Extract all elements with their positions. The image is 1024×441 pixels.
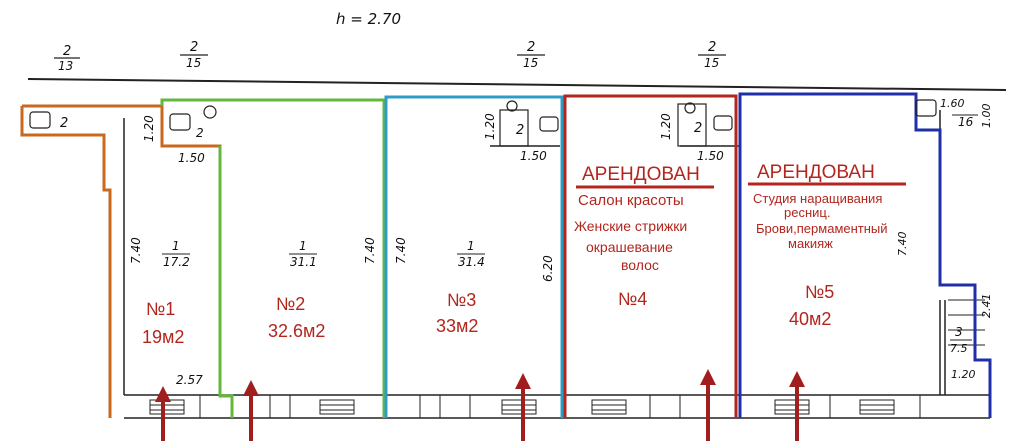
dim-1-20-d: 1.20 (951, 368, 976, 381)
room-5-outline (738, 92, 992, 418)
room-4-outline (563, 94, 738, 418)
room-5-area: 40м2 (789, 309, 831, 329)
svg-text:15: 15 (186, 56, 201, 70)
top-code-4: 2 15 (698, 40, 726, 70)
room-code-2: 1 31.1 (289, 239, 317, 269)
room-code-3: 1 31.4 (457, 239, 485, 269)
bottom-band-ticks (199, 395, 921, 418)
svg-text:17.2: 17.2 (163, 255, 190, 269)
room-3-id: №3 (447, 290, 476, 310)
svg-text:2: 2 (190, 40, 198, 55)
room-code-1: 1 17.2 (162, 239, 190, 269)
room-1-area: 19м2 (142, 327, 184, 347)
room-4-id: №4 (618, 289, 647, 309)
entrance-arrow-2 (243, 380, 259, 441)
dim-1-20-a: 1.20 (142, 115, 156, 142)
room-5-id: №5 (805, 282, 834, 302)
entrance-arrow-3 (515, 373, 531, 441)
room-3-outline (384, 95, 564, 418)
svg-text:2: 2 (60, 116, 68, 131)
room-4-desc-2: Женские стрижки (574, 218, 687, 234)
room-1-id: №1 (146, 299, 175, 319)
svg-text:3: 3 (955, 325, 963, 339)
room-2-area: 32.6м2 (268, 321, 325, 341)
room-4-desc-4: волос (621, 257, 659, 273)
svg-text:1: 1 (172, 239, 180, 253)
dim-2-57: 2.57 (176, 373, 203, 387)
svg-text:15: 15 (523, 56, 538, 70)
svg-text:15: 15 (704, 56, 719, 70)
svg-text:1: 1 (467, 239, 475, 253)
dim-1-20-b: 1.20 (483, 113, 497, 140)
code-16: 16 (958, 115, 974, 129)
wc-fixture-3: 2 (499, 100, 559, 147)
entrance-arrow-5 (789, 371, 805, 441)
room-2-id: №2 (276, 294, 305, 314)
room-3-area: 33м2 (436, 316, 478, 336)
stair-lines (948, 299, 985, 346)
dim-7-40-b: 7.40 (363, 237, 377, 264)
svg-text:1: 1 (299, 239, 307, 253)
top-code-1: 2 13 (54, 44, 80, 73)
ceiling-height-label: h = 2.70 (336, 10, 401, 28)
dim-1-50-a: 1.50 (178, 151, 205, 165)
svg-text:13: 13 (58, 59, 73, 73)
room-2-left-outline (218, 146, 234, 418)
wc-fixture-2: 2 (169, 105, 217, 140)
room-5-status: АРЕНДОВАН (757, 162, 875, 183)
window-frames (149, 399, 895, 415)
entrance-arrow-1 (155, 386, 171, 441)
room-5-desc-2: ресниц. (784, 205, 830, 220)
dim-7-40-c: 7.40 (394, 237, 408, 264)
dim-6-20: 6.20 (541, 255, 555, 282)
dim-1-60: 1.60 (940, 97, 965, 110)
svg-text:31.4: 31.4 (458, 255, 485, 269)
dim-1-50-c: 1.50 (697, 149, 724, 163)
svg-text:2: 2 (63, 44, 71, 59)
room-5-desc-3: Брови,пермаментный (756, 221, 888, 236)
wc-fixture-5 (915, 99, 937, 117)
dim-1-00: 1.00 (980, 104, 993, 129)
room-4-desc-1: Салон красоты (578, 192, 684, 209)
svg-text:2: 2 (527, 40, 535, 55)
top-code-2: 2 15 (180, 40, 208, 70)
wc-fixture-4: 2 (677, 102, 733, 147)
top-code-3: 2 15 (517, 40, 545, 70)
stair-code: 3 7.5 (950, 325, 972, 355)
room-4-status: АРЕНДОВАН (582, 164, 700, 185)
svg-text:2: 2 (708, 40, 716, 55)
svg-text:31.1: 31.1 (290, 255, 317, 269)
room-5-desc-1: Студия наращивания (753, 191, 882, 206)
dim-1-50-b: 1.50 (520, 149, 547, 163)
wc-fixture-1: 2 (29, 111, 68, 131)
facade-line (27, 78, 1007, 91)
svg-text:2: 2 (694, 121, 702, 136)
room-2-outline (160, 98, 386, 418)
entrance-arrow-4 (700, 369, 716, 441)
svg-text:2: 2 (196, 126, 204, 140)
dim-2-41: 2.41 (980, 294, 993, 319)
room-1-side-outline (20, 106, 112, 418)
dim-7-40-d: 7.40 (896, 232, 909, 257)
svg-text:7.5: 7.5 (950, 342, 968, 355)
room-4-desc-3: окрашевание (586, 239, 673, 255)
dim-1-20-c: 1.20 (659, 113, 673, 140)
dim-7-40-a: 7.40 (129, 237, 143, 264)
room-5-desc-4: макияж (788, 236, 833, 251)
svg-text:2: 2 (516, 123, 524, 138)
